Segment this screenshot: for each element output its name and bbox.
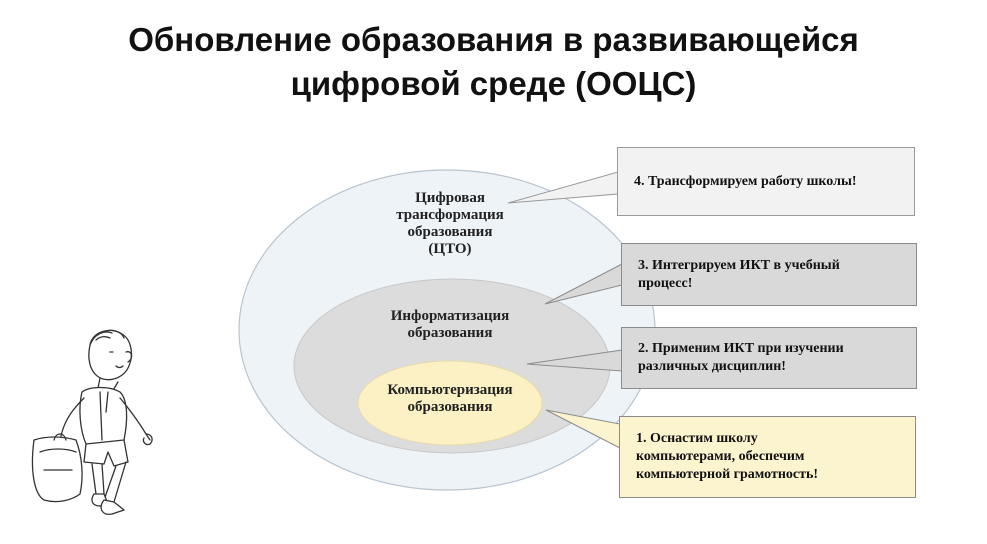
- callout-3-line-2: процесс!: [638, 275, 693, 291]
- label-informatization: Информатизация образования: [360, 308, 540, 342]
- callout-1: 1. Оснастим школу компьютерами, обеспечи…: [619, 416, 916, 498]
- callout-1-line-1: 1. Оснастим школу: [636, 431, 758, 446]
- label-outer-line-1: Цифровая: [415, 190, 485, 206]
- label-outer-line-3: образования: [407, 224, 493, 240]
- label-inner-line-1: Компьютеризация: [387, 382, 513, 398]
- label-digital-transformation: Цифровая трансформация образования (ЦТО): [370, 190, 530, 258]
- callout-2-line-2: различных дисциплин!: [638, 359, 786, 374]
- label-computerization: Компьютеризация образования: [360, 382, 540, 416]
- callout-3: 3. Интегрируем ИКТ в учебный процесс!: [621, 243, 917, 306]
- ellipse-computerization: [357, 360, 543, 446]
- label-inner-line-2: образования: [407, 399, 493, 415]
- callout-2: 2. Применим ИКТ при изучении различных д…: [621, 327, 917, 389]
- callout-4: 4. Трансформируем работу школы!: [617, 147, 915, 216]
- page-title: Обновление образования в развивающейся ц…: [0, 18, 987, 106]
- callout-3-line-1: 3. Интегрируем ИКТ в учебный: [638, 257, 840, 273]
- label-middle-line-1: Информатизация: [390, 308, 510, 324]
- label-outer-line-2: трансформация: [396, 207, 504, 223]
- boy-with-bag-sketch-icon: [31, 329, 153, 515]
- callout-1-line-2: компьютерами, обеспечим: [636, 449, 805, 464]
- title-line-2: цифровой среде (ООЦС): [290, 65, 697, 102]
- callout-4-line-1: 4. Трансформируем работу школы!: [634, 173, 857, 189]
- title-line-1: Обновление образования в развивающейся: [128, 21, 859, 58]
- label-outer-line-4: (ЦТО): [428, 241, 472, 257]
- label-middle-line-2: образования: [407, 325, 493, 341]
- callout-1-line-3: компьютерной грамотность!: [636, 467, 819, 482]
- callout-2-line-1: 2. Применим ИКТ при изучении: [638, 341, 844, 356]
